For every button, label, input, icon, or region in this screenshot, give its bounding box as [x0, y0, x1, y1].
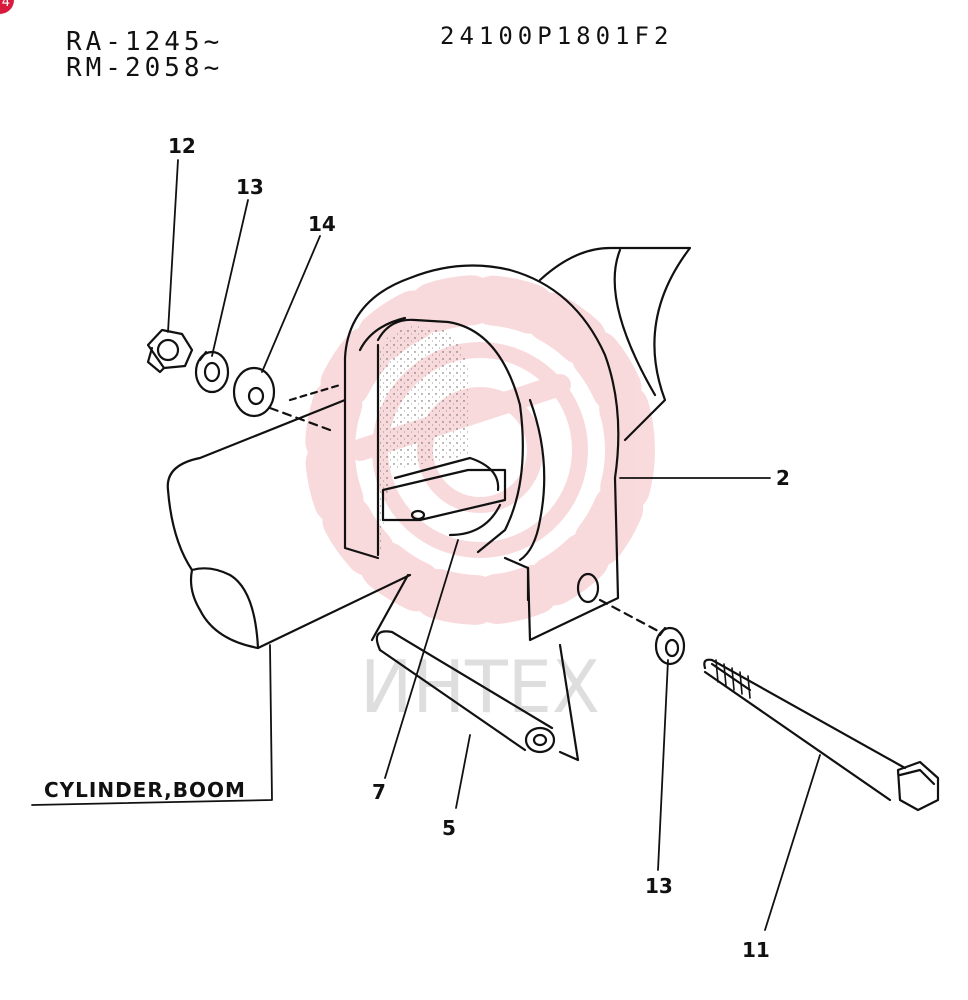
callout-14: 14 [308, 212, 336, 236]
serial-range-rm: RM-2058~ [66, 53, 224, 83]
bracket-inner-face [380, 326, 470, 555]
serial-range-ra: RA-1245~ [66, 27, 224, 57]
callout-13-top: 13 [236, 175, 264, 199]
callout-5: 5 [442, 816, 456, 840]
callout-2: 2 [776, 466, 790, 490]
bolt-11 [703, 658, 940, 812]
pin-5 [375, 630, 556, 754]
watermark-logo [305, 275, 655, 625]
part-number: 24100P1801F2 [440, 22, 674, 50]
callout-7: 7 [372, 780, 386, 804]
nut-12 [146, 328, 194, 374]
bracket-yoke [343, 264, 620, 642]
boom-cylinder [166, 383, 412, 650]
watermark-text: ИНТЕХ [360, 645, 600, 729]
callout-12: 12 [168, 134, 196, 158]
leader-lines [31, 159, 821, 931]
spring-washer-13-top [194, 350, 230, 394]
washer-14 [232, 366, 276, 418]
callout-13-bottom: 13 [645, 874, 673, 898]
assembly-label-cylinder-boom: CYLINDER,BOOM [44, 778, 246, 802]
callout-11: 11 [742, 938, 770, 962]
spring-washer-13-bottom [654, 626, 686, 666]
bushing-7 [381, 456, 507, 537]
cross-shaft [538, 246, 692, 442]
